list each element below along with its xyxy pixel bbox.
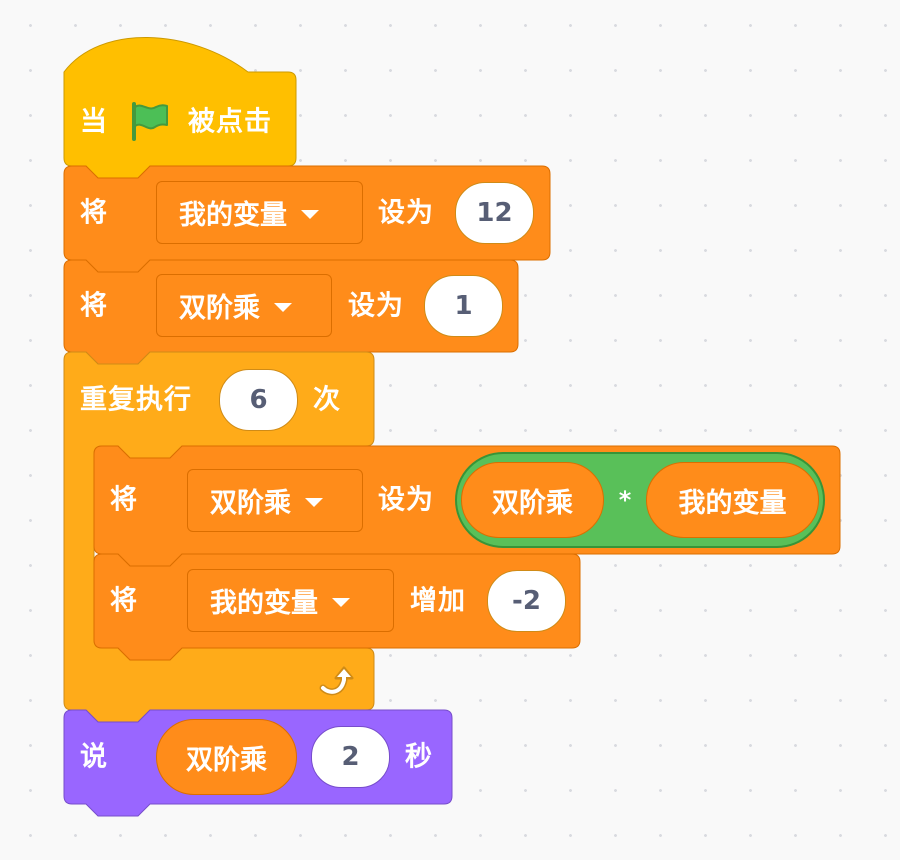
variable-name: 双阶乘 [210, 488, 291, 519]
multiply-symbol: * [618, 486, 632, 514]
variable-name: 双阶乘 [179, 293, 260, 324]
say-label: 说 [80, 741, 108, 773]
hat-suffix-label: 被点击 [188, 106, 272, 138]
dropdown-caret-icon [332, 597, 350, 607]
change-by-label: 增加 [410, 585, 466, 617]
seconds-label: 秒 [405, 741, 433, 773]
dropdown-caret-icon [274, 302, 292, 312]
repeat-suffix-label: 次 [313, 384, 341, 416]
factorial-reporter[interactable]: 双阶乘 [156, 719, 297, 795]
value-input[interactable]: 1 [424, 275, 503, 337]
hat-prefix-label: 当 [80, 106, 108, 138]
set-to-label: 设为 [378, 197, 434, 229]
green-flag-icon[interactable] [130, 102, 170, 142]
factorial-reporter[interactable]: 双阶乘 [461, 462, 604, 538]
dropdown-caret-icon [301, 209, 319, 219]
change-value-input[interactable]: -2 [487, 570, 566, 632]
set-label: 将 [110, 484, 138, 516]
loop-arrow-icon [319, 666, 354, 696]
set-label: 将 [80, 290, 108, 322]
variable-dropdown[interactable]: 双阶乘 [156, 274, 332, 337]
variable-dropdown[interactable]: 双阶乘 [187, 469, 363, 532]
set-label: 将 [80, 197, 108, 229]
seconds-input[interactable]: 2 [311, 726, 390, 788]
repeat-count-input[interactable]: 6 [219, 369, 298, 431]
variable-name: 我的变量 [179, 200, 287, 231]
my-variable-reporter[interactable]: 我的变量 [646, 462, 819, 538]
repeat-label: 重复执行 [80, 384, 192, 416]
variable-dropdown[interactable]: 我的变量 [156, 181, 363, 244]
variable-name: 我的变量 [210, 588, 318, 619]
variable-dropdown[interactable]: 我的变量 [187, 569, 394, 632]
set-to-label: 设为 [378, 484, 434, 516]
dropdown-caret-icon [305, 497, 323, 507]
change-label: 将 [110, 585, 138, 617]
set-to-label: 设为 [348, 290, 404, 322]
value-input[interactable]: 12 [455, 182, 534, 244]
